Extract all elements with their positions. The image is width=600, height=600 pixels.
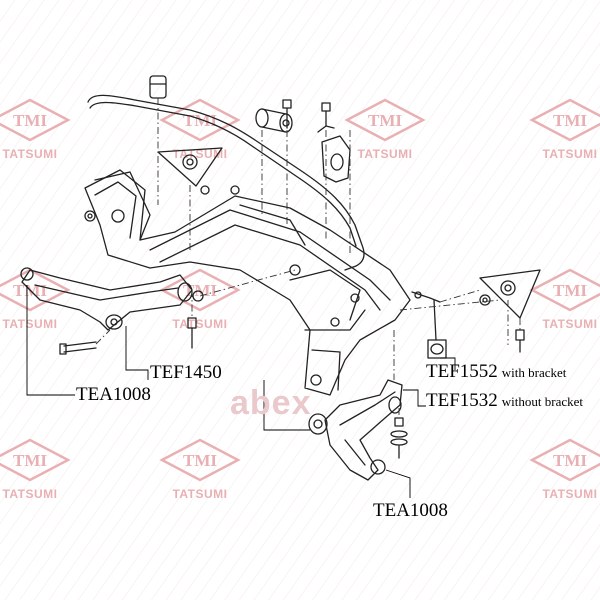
bolt-vertical-left xyxy=(187,317,197,349)
watermark-logo: TMI TATSUMI xyxy=(159,438,241,501)
watermark-logo-text: TMI xyxy=(368,111,402,130)
label-tef1552-group: TEF1552 with bracket xyxy=(426,361,566,383)
stabilizer-bar-inner xyxy=(89,101,357,247)
label-tea1008-left: TEA1008 xyxy=(76,384,151,405)
bolt-top-2 xyxy=(321,102,331,127)
bar-bushing-right xyxy=(321,135,351,183)
watermark-brand-text: TATSUMI xyxy=(542,487,597,501)
watermark-diamond xyxy=(159,268,241,312)
fastener-stack-right xyxy=(390,417,408,459)
label-tef1552-note: with bracket xyxy=(501,365,567,380)
upper-mount-right xyxy=(479,269,541,319)
watermark-brand-text: TATSUMI xyxy=(357,147,412,161)
label-tea1008-right: TEA1008 xyxy=(373,500,448,521)
subframe-front-arm xyxy=(289,269,361,321)
watermark-brand-text: TATSUMI xyxy=(2,487,57,501)
leader-lines xyxy=(26,285,456,498)
watermark-logo: TMI TATSUMI xyxy=(0,98,71,161)
watermark-brand-text: TATSUMI xyxy=(2,147,57,161)
watermark-brand-text: TATSUMI xyxy=(542,317,597,331)
label-tef1532-group: TEF1532 without bracket xyxy=(426,390,583,412)
watermark-diamond xyxy=(344,98,426,142)
lower-arm-left xyxy=(21,269,193,331)
subframe xyxy=(84,169,411,396)
bolt-top-1 xyxy=(282,99,292,129)
upper-mount-left xyxy=(157,147,223,187)
watermark-brand-text: TATSUMI xyxy=(542,147,597,161)
watermark-logo-text: TMI xyxy=(553,451,587,470)
watermark-logo-text: TMI xyxy=(553,111,587,130)
watermark-diamond xyxy=(529,268,600,312)
watermark-logo-text: TMI xyxy=(553,281,587,300)
label-tef1450: TEF1450 xyxy=(150,362,222,383)
watermark-brand-text: TATSUMI xyxy=(172,487,227,501)
subframe-rear-arm xyxy=(94,171,151,241)
alignment-lines xyxy=(95,98,521,418)
lower-arm-right xyxy=(324,379,403,481)
watermark-logo-text: TMI xyxy=(13,451,47,470)
watermark-diamond xyxy=(0,98,71,142)
label-tef1552: TEF1552 xyxy=(426,361,498,382)
watermark-center-text: abex xyxy=(230,384,312,422)
watermark-diamond xyxy=(159,438,241,482)
watermark-logo: TMI TATSUMI xyxy=(529,98,600,161)
watermark-brand-text: TATSUMI xyxy=(172,317,227,331)
label-tef1532: TEF1532 xyxy=(426,390,498,411)
watermark-logo: TMI TATSUMI xyxy=(344,98,426,161)
watermark-diamond xyxy=(529,98,600,142)
cylinder-bushing xyxy=(255,108,293,133)
watermark-diamond xyxy=(0,438,71,482)
label-tef1532-note: without bracket xyxy=(501,394,584,409)
watermark-diamond xyxy=(159,98,241,142)
watermark-logo-text: TMI xyxy=(183,111,217,130)
bolt-left xyxy=(59,341,97,355)
watermark-logo-text: TMI xyxy=(183,451,217,470)
parts-drawing xyxy=(20,75,541,481)
bolt-vertical-right xyxy=(515,329,525,353)
watermark-group: TMI TATSUMI TMI TATSUMI TMI TATSUMI TMI TATSUMI… xyxy=(0,98,600,501)
watermark-logo: TMI TATSUMI xyxy=(0,438,71,501)
watermark-logo-text: TMI xyxy=(13,111,47,130)
watermark-logo: TMI TATSUMI xyxy=(529,438,600,501)
watermark-logo: TMI TATSUMI xyxy=(529,268,600,331)
watermark-brand-text: TATSUMI xyxy=(2,317,57,331)
watermark-diamond xyxy=(529,438,600,482)
watermark-diamond xyxy=(0,268,71,312)
